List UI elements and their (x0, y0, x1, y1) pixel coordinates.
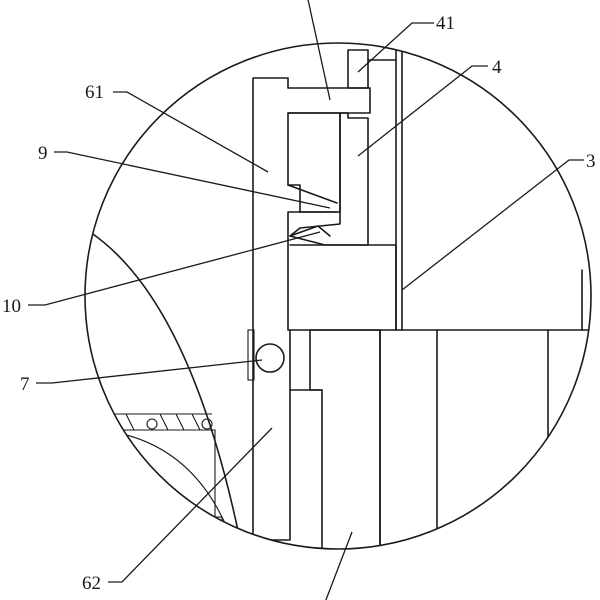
spring-pin-right (201, 418, 213, 430)
leader-9 (54, 151, 331, 209)
leaders (28, 0, 584, 600)
leader-3 (401, 159, 584, 291)
lower-hatched-block (309, 329, 381, 549)
leader-10 (28, 231, 321, 306)
part-41 (347, 49, 369, 89)
block-below-4 (289, 244, 397, 331)
label-4: 4 (492, 57, 502, 78)
leader-bottom (325, 531, 353, 600)
part-4 (289, 112, 369, 246)
wedge-10 (289, 225, 331, 237)
spring-pin-left (146, 418, 158, 430)
leader-7 (36, 359, 263, 384)
leader-top (307, 0, 331, 101)
leader-61 (113, 91, 269, 173)
label-61: 61 (85, 82, 104, 103)
label-62: 62 (82, 573, 101, 594)
section-body (89, 49, 591, 549)
leader-41 (357, 22, 434, 73)
leader-62 (108, 427, 273, 583)
label-41: 41 (436, 13, 455, 34)
pin-7-slot (247, 329, 255, 381)
pin-7 (255, 343, 285, 373)
callout-labels: 41 4 61 9 3 10 7 62 (2, 13, 596, 594)
leader-4 (357, 65, 488, 157)
part-61-62 (252, 77, 371, 541)
pawl-9-edge (287, 184, 338, 204)
pocket-9 (287, 112, 341, 213)
label-10: 10 (2, 296, 21, 317)
label-3: 3 (586, 151, 596, 172)
label-9: 9 (38, 143, 48, 164)
left-arc (89, 231, 241, 541)
label-7: 7 (20, 374, 30, 395)
detail-circle (84, 42, 592, 550)
